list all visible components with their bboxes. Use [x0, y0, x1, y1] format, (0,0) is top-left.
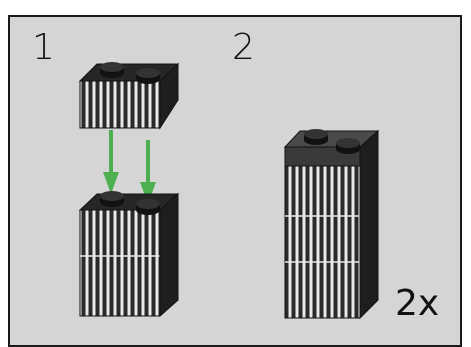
brick-assembled [283, 129, 380, 320]
step-number: 1 [32, 27, 55, 68]
brick-1x2-tall [78, 191, 180, 318]
stud [304, 129, 328, 145]
stud [100, 62, 124, 78]
stud [100, 191, 124, 207]
arrow-down-icon [103, 130, 119, 194]
stud [336, 138, 360, 154]
arrow-down-icon [140, 140, 156, 204]
quantity-label: 2x [395, 283, 440, 324]
step-number: 2 [232, 27, 255, 68]
stud [136, 199, 160, 215]
stud [136, 68, 160, 84]
brick-1x2-top [78, 62, 180, 130]
